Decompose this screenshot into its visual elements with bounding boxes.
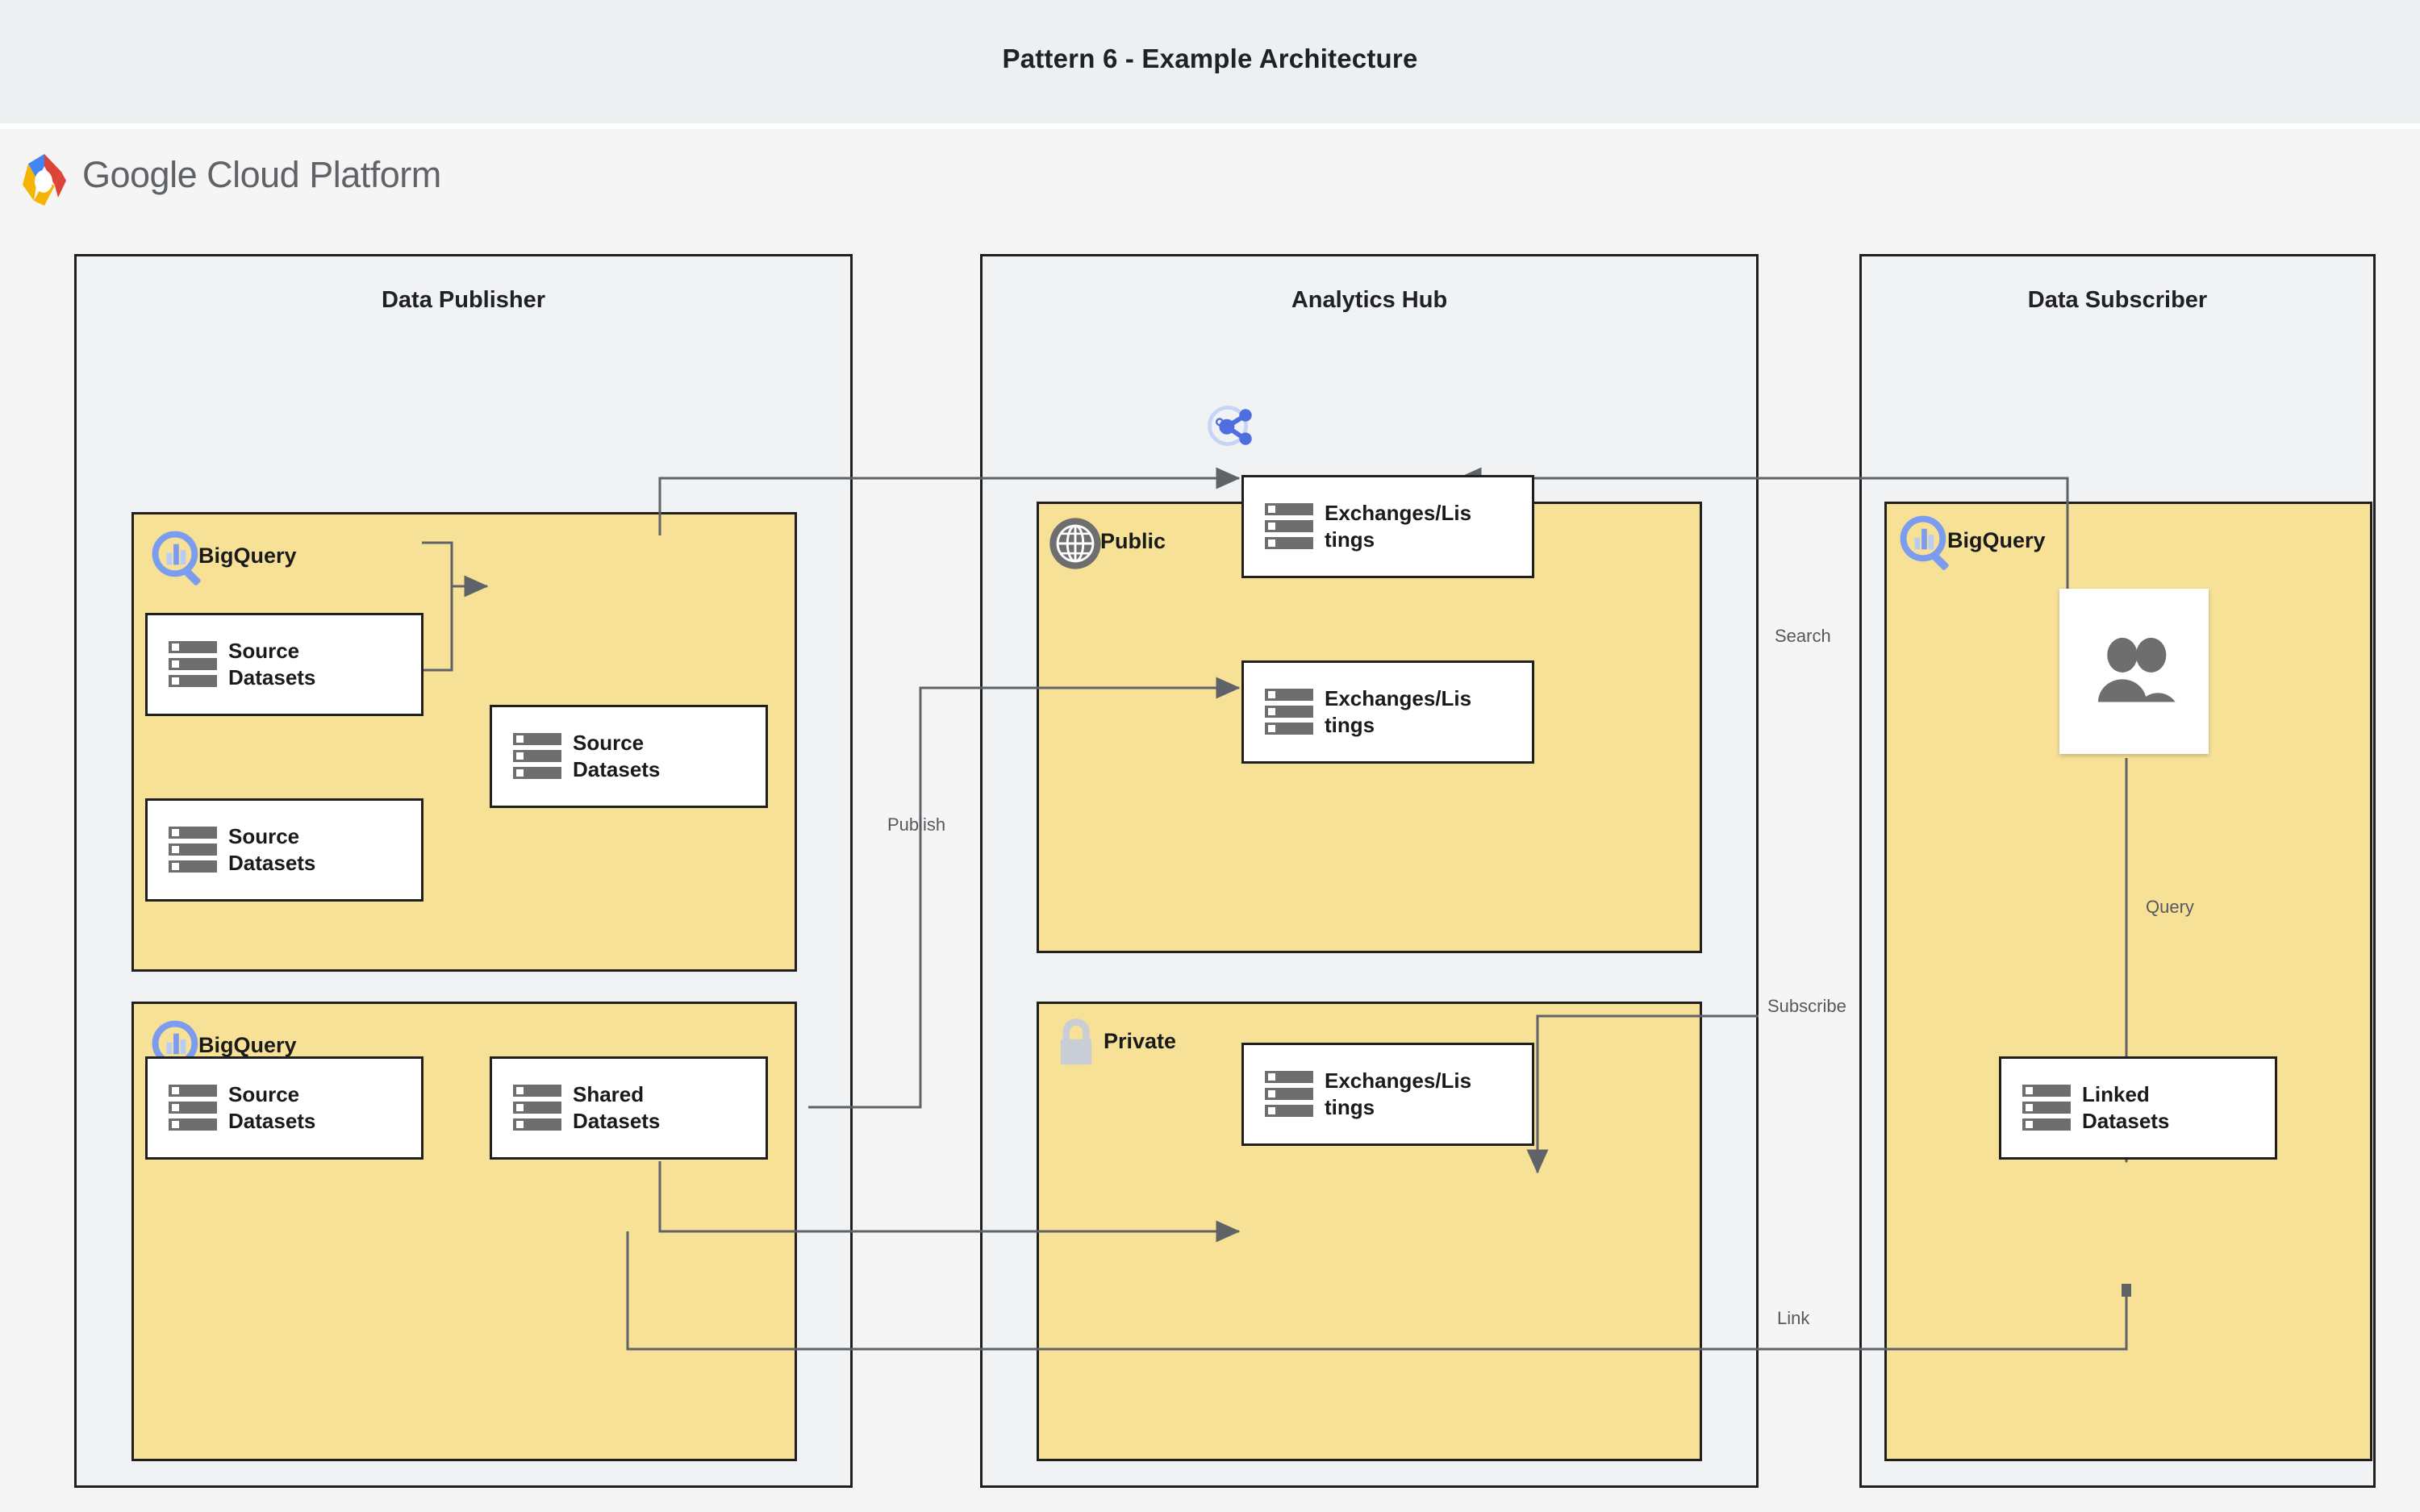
- zone-label-bigquery-subscriber: BigQuery: [1947, 528, 2046, 552]
- datasets-icon: [169, 827, 217, 873]
- node-exchanges-listings-public-1[interactable]: Exchanges/Lis tings: [1241, 475, 1534, 578]
- lock-icon: [1060, 1018, 1092, 1065]
- edge-label-query: Query: [2146, 897, 2194, 917]
- wire-shared-down: [658, 1161, 920, 1233]
- wire-link-endpoint: [2122, 1284, 2131, 1297]
- wire-publish-to-public-listing-2: [808, 677, 1241, 1109]
- zone-label-bigquery-publisher-bottom: BigQuery: [198, 1033, 297, 1057]
- logo-text-google: Google: [82, 154, 198, 195]
- datasets-icon: [2022, 1085, 2071, 1131]
- google-cloud-platform-logo: Google Cloud Platform: [19, 149, 471, 214]
- globe-icon: [1049, 518, 1101, 569]
- datasets-icon: [169, 641, 217, 688]
- google-cloud-hexagon-icon: [23, 154, 66, 206]
- wire-sources-to-merge: [422, 541, 489, 598]
- node-source-datasets-c[interactable]: Source Datasets: [145, 1056, 424, 1160]
- node-label: Exchanges/Lis tings: [1325, 685, 1472, 737]
- group-title-data-publisher: Data Publisher: [381, 287, 546, 313]
- page-title: Pattern 6 - Example Architecture: [1002, 44, 1418, 73]
- datasets-icon: [513, 1085, 561, 1131]
- node-label: Source Datasets: [573, 730, 661, 781]
- wire-link: [626, 1231, 2128, 1351]
- node-label: Exchanges/Lis tings: [1325, 500, 1472, 552]
- node-exchanges-listings-private[interactable]: Exchanges/Lis tings: [1241, 1043, 1534, 1146]
- zone-label-public: Public: [1100, 529, 1166, 553]
- node-label: Source Datasets: [228, 1081, 316, 1133]
- node-source-datasets-merged[interactable]: Source Datasets: [490, 705, 768, 808]
- datasets-icon: [513, 733, 561, 780]
- node-label: Exchanges/Lis tings: [1325, 1068, 1472, 1119]
- datasets-icon: [1265, 689, 1313, 735]
- node-users[interactable]: [2059, 589, 2209, 754]
- node-label: Linked Datasets: [2082, 1081, 2170, 1133]
- group-title-data-subscriber: Data Subscriber: [2027, 287, 2208, 313]
- title-band: Pattern 6 - Example Architecture: [0, 0, 2420, 123]
- users-icon: [2097, 637, 2176, 702]
- datasets-icon: [1265, 503, 1313, 550]
- diagram-canvas: Google Cloud Platform Data Publisher Big…: [0, 129, 2420, 1512]
- datasets-icon: [1265, 1071, 1313, 1118]
- node-shared-datasets[interactable]: Shared Datasets: [490, 1056, 768, 1160]
- edge-label-publish: Publish: [887, 814, 946, 835]
- edge-label-subscribe: Subscribe: [1767, 996, 1846, 1016]
- node-label: Source Datasets: [228, 638, 316, 689]
- share-nodes-icon: [1208, 406, 1252, 446]
- logo-text: Google Cloud Platform: [82, 154, 441, 196]
- node-exchanges-listings-public-2[interactable]: Exchanges/Lis tings: [1241, 660, 1534, 764]
- datasets-icon: [169, 1085, 217, 1131]
- zone-label-private: Private: [1104, 1029, 1177, 1053]
- edge-label-search: Search: [1775, 626, 1831, 646]
- group-title-analytics-hub: Analytics Hub: [1291, 287, 1448, 313]
- wire-subscribe: [1526, 1014, 1759, 1174]
- node-source-datasets-a[interactable]: Source Datasets: [145, 613, 424, 716]
- bigquery-magnifier-icon: [152, 531, 201, 585]
- node-source-datasets-b[interactable]: Source Datasets: [145, 798, 424, 902]
- wire-source-b-to-merge: [422, 586, 453, 672]
- bigquery-magnifier-icon: [1900, 515, 1949, 570]
- wire-publish-to-public-listing-1: [658, 467, 1241, 535]
- node-linked-datasets[interactable]: Linked Datasets: [1999, 1056, 2277, 1160]
- node-label: Source Datasets: [228, 823, 316, 875]
- zone-label-bigquery-publisher-top: BigQuery: [198, 544, 297, 568]
- logo-text-cloud-platform: Cloud Platform: [207, 154, 441, 195]
- zone-subscriber-bigquery: BigQuery: [1884, 502, 2372, 1461]
- node-label: Shared Datasets: [573, 1081, 661, 1133]
- edge-label-link: Link: [1777, 1308, 1810, 1328]
